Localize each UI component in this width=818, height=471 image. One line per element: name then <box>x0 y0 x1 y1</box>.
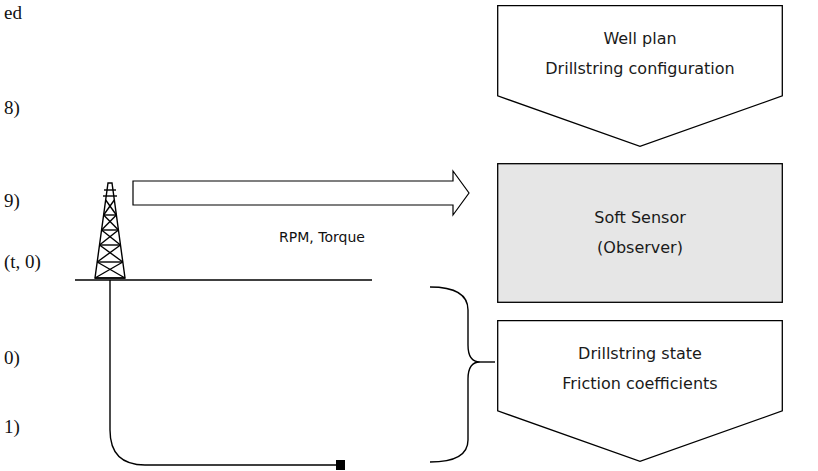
text-fragment: (t, 0) <box>4 251 41 273</box>
equation-number: 9) <box>4 190 20 212</box>
node-text: Well plan <box>497 24 783 54</box>
text-group: Drillstring stateFriction coefficients <box>497 339 783 399</box>
signal-arrow <box>133 171 469 215</box>
node-outline <box>497 163 783 303</box>
input-chevron: Well planDrillstring configuration <box>497 5 783 147</box>
derrick-icon <box>95 183 125 278</box>
equation-number: 8) <box>4 97 20 119</box>
text-fragment: ed <box>4 2 22 24</box>
node-text: Friction coefficients <box>497 369 783 399</box>
well-path <box>110 280 340 465</box>
output-chevron: Drillstring stateFriction coefficients <box>497 320 783 462</box>
ground-line <box>75 279 372 280</box>
drill-bit <box>336 460 345 470</box>
equation-number: 0) <box>4 347 20 369</box>
bracket <box>430 287 480 462</box>
text-group: Well planDrillstring configuration <box>497 24 783 84</box>
bracket-leader <box>480 361 495 362</box>
signal-label: RPM, Torque <box>279 229 365 245</box>
observer-box: Soft Sensor(Observer) <box>497 163 783 303</box>
equation-number: 1) <box>4 416 20 438</box>
node-text: Drillstring configuration <box>497 54 783 84</box>
node-text: Drillstring state <box>497 339 783 369</box>
text-group: Soft Sensor(Observer) <box>497 203 783 263</box>
node-text: (Observer) <box>497 233 783 263</box>
node-text: Soft Sensor <box>497 203 783 233</box>
